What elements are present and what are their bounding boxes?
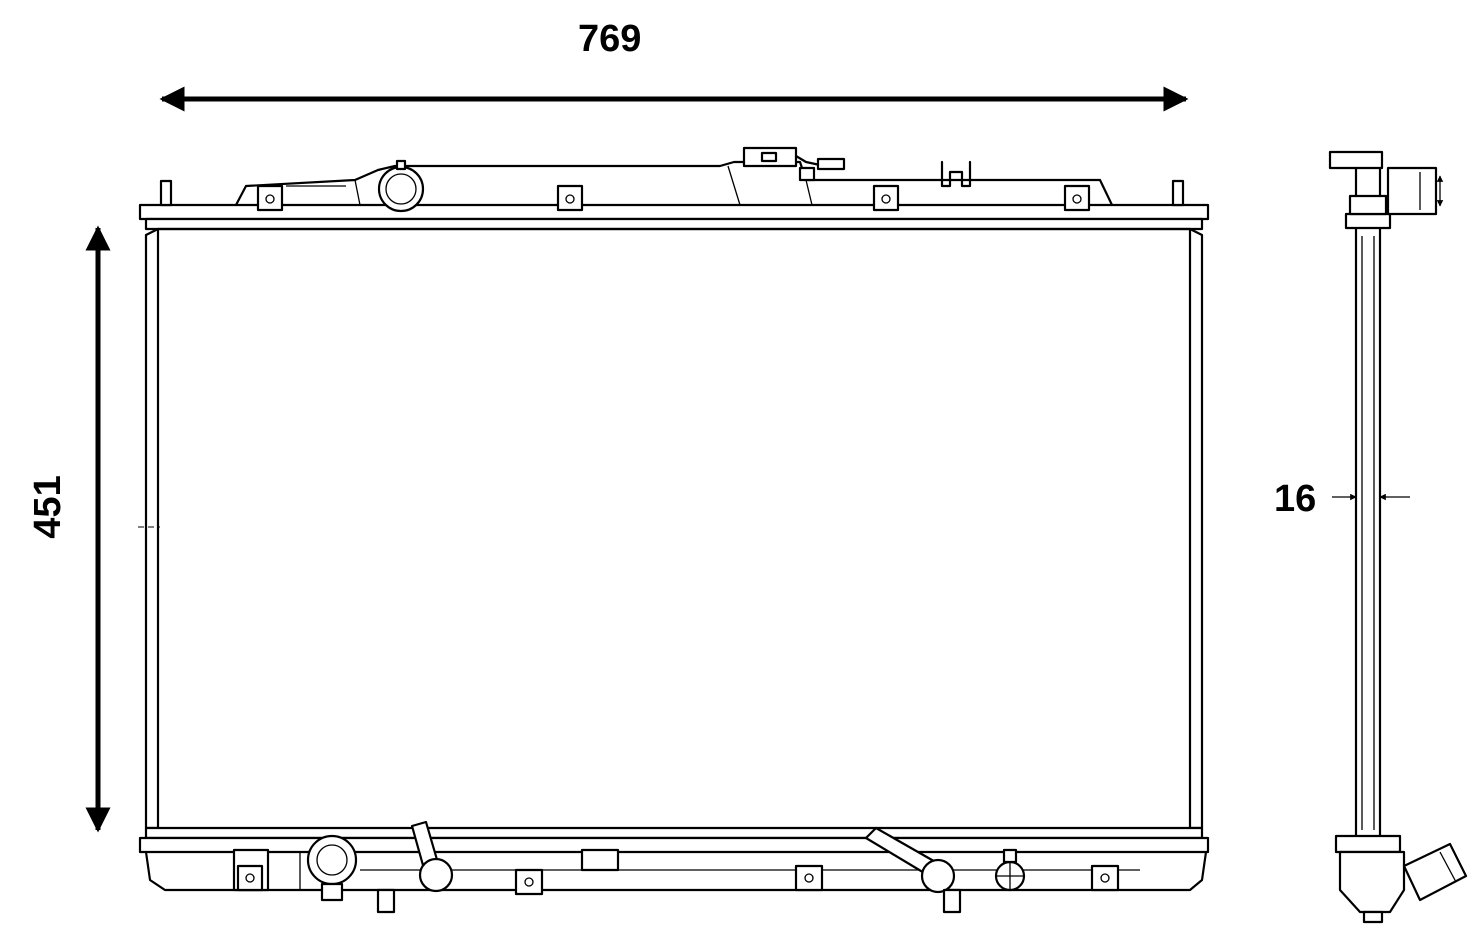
radiator-side-view [1328, 150, 1468, 924]
bottom-tank [144, 850, 1208, 892]
height-dimension-label: 451 [27, 475, 69, 539]
depth-dimension-label: 16 [1274, 478, 1317, 520]
lower-hose-outlet [306, 834, 358, 886]
radiator-core [156, 227, 1192, 835]
top-mounting-clip [256, 184, 1091, 212]
top-tank [234, 160, 1114, 207]
width-dimension-label: 769 [578, 18, 642, 60]
bottom-mounting-clip [232, 848, 1120, 896]
transmission-cooler-fitting [410, 820, 956, 894]
radiator-front-view [138, 146, 1210, 914]
drain-plug [994, 848, 1026, 892]
radiator-cap [742, 146, 846, 182]
